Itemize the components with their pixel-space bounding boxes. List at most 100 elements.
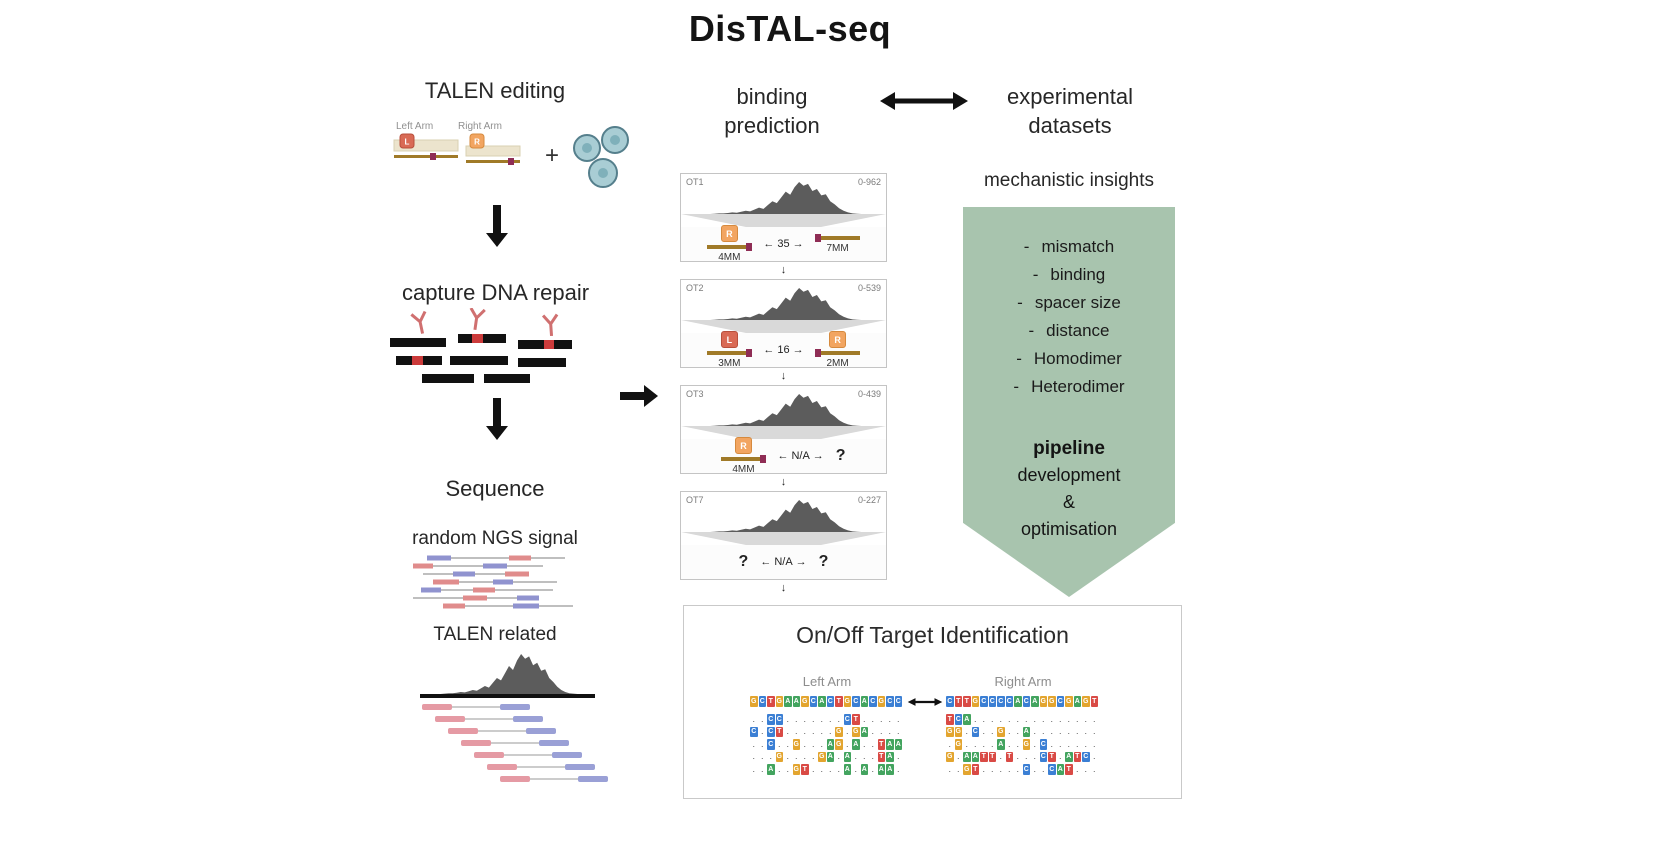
base-cell: T [801, 764, 809, 775]
match-dot: · [1058, 728, 1062, 738]
base-cell: A [818, 696, 826, 707]
base-cell: A [1022, 726, 1030, 737]
base-cell: C [843, 714, 851, 725]
base-cell: G [750, 696, 758, 707]
base-cell: G [835, 726, 843, 737]
match-dot: · [956, 753, 960, 763]
spacer-value: 35 [777, 238, 790, 250]
base-cell: G [1039, 696, 1047, 707]
coverage-range-label: 0-539 [857, 283, 881, 293]
insight-label: binding [1050, 265, 1106, 284]
arrow-right-icon: → [792, 344, 804, 356]
zoom-funnel [681, 320, 886, 333]
unknown-arm-question: ? [818, 553, 829, 570]
match-dot: · [803, 728, 807, 738]
match-dot: · [990, 765, 994, 776]
match-dot: · [1075, 715, 1079, 726]
match-dot: · [820, 765, 824, 776]
arrow-down-icon: ↓ [780, 582, 787, 594]
unknown-arm-question: ? [835, 447, 846, 464]
match-dot: · [948, 765, 952, 776]
match-dot: · [1041, 728, 1045, 738]
match-dot: · [965, 728, 969, 738]
coverage-range-label: 0-227 [857, 495, 881, 505]
match-dot: · [1016, 765, 1020, 776]
base-cell: C [971, 726, 979, 737]
base-cell: G [954, 726, 962, 737]
base-cell: G [843, 696, 851, 707]
base-cell: G [775, 696, 783, 707]
match-dot: · [1033, 765, 1037, 776]
insight-item: -distance [963, 317, 1175, 345]
base-cell: T [835, 696, 843, 707]
match-dot: · [871, 753, 875, 763]
double-arrow-icon [907, 698, 943, 706]
right-arm-column-label: Right Arm [994, 674, 1052, 689]
base-cell: A [852, 739, 860, 750]
mismatch-tick [746, 243, 753, 251]
base-cell: A [1065, 751, 1073, 762]
match-dot: · [777, 765, 781, 776]
match-dot: · [1016, 740, 1020, 751]
match-dot: · [837, 715, 841, 726]
base-cell: A [843, 751, 851, 762]
base-cell: C [775, 714, 783, 725]
binding-site-bar [707, 243, 753, 251]
match-dot: · [1075, 728, 1079, 738]
match-dot: · [1092, 765, 1096, 776]
double-arrow-icon [880, 92, 968, 110]
base-cell: C [750, 726, 758, 737]
match-dot: · [1058, 715, 1062, 726]
mismatch-tick [430, 153, 436, 160]
match-dot: · [752, 740, 756, 751]
base-cell: C [1022, 764, 1030, 775]
coverage-profile [436, 654, 578, 694]
base-cell: C [1022, 696, 1030, 707]
spacer-distance: ←16→ [763, 344, 803, 356]
spacer-value: 16 [777, 344, 790, 356]
match-dot: · [862, 753, 866, 763]
insights-banner: -mismatch-binding-spacer size-distance-H… [963, 207, 1175, 597]
base-cell: T [1090, 696, 1098, 707]
mismatch-count-label: 3MM [718, 358, 741, 369]
base-cell: A [963, 714, 971, 725]
left-arm-icon [399, 133, 415, 149]
bullet-dash: - [1013, 377, 1020, 396]
match-dot: · [990, 740, 994, 751]
base-cell: T [1048, 751, 1056, 762]
base-cell: T [1065, 764, 1073, 775]
right-arm-icon: R [734, 437, 752, 454]
base-cell: A [792, 696, 800, 707]
base-cell: A [1073, 696, 1081, 707]
coverage-profile [705, 500, 862, 532]
base-cell: G [1022, 739, 1030, 750]
base-cell: A [767, 764, 775, 775]
match-dot: · [948, 740, 952, 751]
base-cell: A [894, 739, 902, 750]
base-cell: G [946, 751, 954, 762]
binding-site-bar [814, 349, 860, 357]
base-cell: T [852, 714, 860, 725]
match-dot: · [896, 715, 900, 726]
base-cell: G [1065, 696, 1073, 707]
match-dot: · [769, 753, 773, 763]
arrow-right-icon: → [795, 556, 807, 568]
base-cell: A [843, 764, 851, 775]
match-dot: · [896, 728, 900, 738]
match-dot: · [794, 728, 798, 738]
base-cell: T [877, 739, 885, 750]
zoom-funnel [681, 532, 886, 545]
left-arm-icon: L [720, 331, 738, 348]
base-cell: G [954, 739, 962, 750]
arrow-right-icon: → [792, 238, 804, 250]
base-cell: C [869, 696, 877, 707]
panel-annotation: ?←N/A→? [681, 545, 886, 579]
match-dot: · [1084, 740, 1088, 751]
left-arm-dna [393, 139, 459, 152]
